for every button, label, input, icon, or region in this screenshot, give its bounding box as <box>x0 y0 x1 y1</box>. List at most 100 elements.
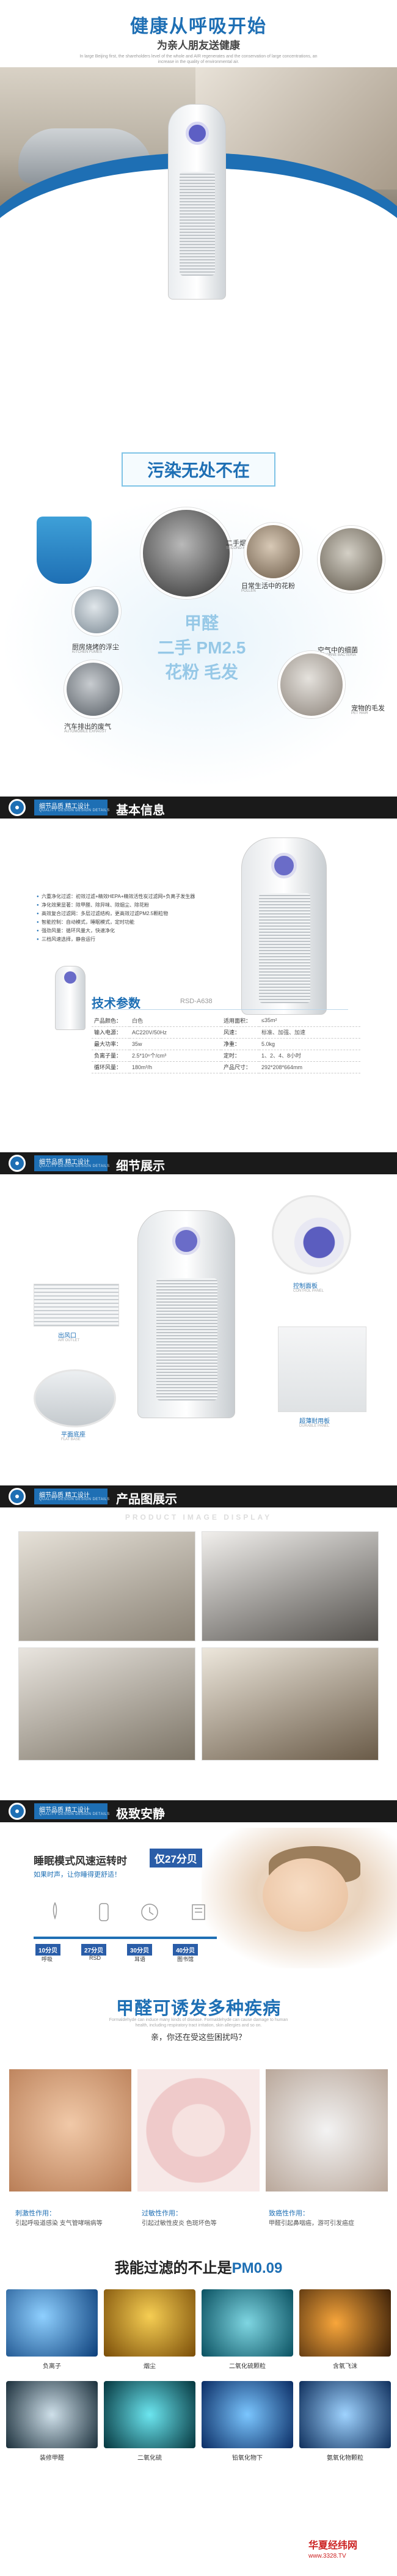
disease-title-2: 过敏性作用： <box>142 2210 182 2217</box>
purifier-product-image <box>241 837 327 1015</box>
noise-icons <box>53 1902 205 1921</box>
decibel-desc: 呼吸 <box>42 1956 53 1962</box>
pollution-label-1: 厨房烧烤的浮尘 <box>72 644 119 651</box>
decibel-desc: 耳语 <box>134 1956 146 1962</box>
pollution-label-6: 汽车排出的废气 <box>64 723 111 730</box>
disease-title-1: 刺激性作用： <box>15 2210 56 2217</box>
feature-item: 强劲风量：循环风量大，快速净化 <box>37 927 220 935</box>
purifier-thumbnail <box>55 966 86 1030</box>
coughing-child-photo <box>9 2069 131 2191</box>
watermark-logo: 华夏经纬网 <box>308 2541 358 2551</box>
spec-model: RSD-A638 <box>180 998 213 1005</box>
decibel-tag: 27分贝 <box>81 1944 107 1956</box>
location-pin-icon <box>9 1803 26 1820</box>
section-title: 产品图展示 <box>116 1493 177 1506</box>
bacteria-image <box>318 526 385 593</box>
quiet-title: 睡眠模式风速运转时 <box>34 1855 127 1867</box>
detail-label-1: 控制面板 <box>293 1283 318 1290</box>
room-photo-dining <box>202 1647 379 1761</box>
filter-label: 二氧化硫颗粒 <box>229 2363 266 2370</box>
decibel-scale-bar <box>34 1937 217 1939</box>
filter-label: 负离子 <box>43 2363 61 2370</box>
detail-label-2: 出风口 <box>58 1333 76 1339</box>
spec-title: 技术参数 <box>92 997 140 1010</box>
filter-tile <box>6 2381 98 2448</box>
location-pin-icon <box>9 1155 26 1172</box>
decibel-desc: RSD <box>89 1955 101 1961</box>
filter-label: 铅氧化物下 <box>232 2455 263 2462</box>
pollution-en-4: AIRBORNE BACTERIA <box>318 653 357 657</box>
air-outlet-zoom <box>34 1284 119 1327</box>
grill-pattern <box>259 893 310 1003</box>
section-title: 极致安静 <box>116 1808 165 1821</box>
hero-purifier-image <box>168 104 226 300</box>
pollution-en-6: AUTOMOBILE EXHAUST <box>64 730 107 734</box>
filter-label: 氨氧化物颗粒 <box>327 2455 363 2462</box>
noise-icons-row <box>46 1900 217 1924</box>
location-pin-icon <box>9 799 26 816</box>
feature-item: 三档风速选择，静音运行 <box>37 935 220 944</box>
section-bar-product-display: 细节品质 精工设计 QUALITY DESIGN DESIGN DETAILS … <box>0 1485 397 1507</box>
decibel-badge: 仅27分贝 <box>150 1849 202 1868</box>
room-photo-meeting <box>18 1647 195 1761</box>
feature-item: 净化效果显著：除甲醛、除异味、除烟尘、除花粉 <box>37 901 220 910</box>
car-exhaust-image <box>64 660 122 718</box>
pollution-title: 污染无处不在 <box>0 452 397 487</box>
quiet-subtitle: 如果时声，让你睡得更舒适！ <box>34 1871 121 1879</box>
filter-tile <box>299 2381 391 2448</box>
smoke-child-image <box>140 507 232 599</box>
pollution-en-3: POLLEN <box>241 589 256 593</box>
tissue-photo <box>266 2069 388 2191</box>
kitchen-fumes-image <box>72 587 121 636</box>
section-title: 基本信息 <box>116 804 165 817</box>
pollution-label-2: 二手烟 <box>226 540 246 547</box>
pet-hair-image <box>278 651 345 718</box>
section-tag-box <box>34 1155 107 1171</box>
table-row: 产品颜色：白色适用面积：≤35m² <box>92 1015 360 1027</box>
feature-item: 高效复合过滤网：多层过滤结构，更高效过滤PM2.5颗粒物 <box>37 910 220 918</box>
filter-label: 烟尘 <box>144 2363 156 2370</box>
control-disc-icon <box>172 1227 200 1255</box>
divider <box>92 1009 348 1010</box>
filter-tile <box>6 2289 98 2357</box>
hero-english-text: In large Beijing first, the shareholders… <box>79 54 318 64</box>
detail-label-3: 超薄耐用板 <box>299 1418 330 1425</box>
section-tag-box <box>34 1489 107 1504</box>
pollution-label-4: 空气中的细菌 <box>318 647 358 654</box>
clock-icon <box>141 1904 158 1921</box>
pollution-label-5: 宠物的毛发 <box>351 705 385 712</box>
formaldehyde-english: Formaldehyde can induce many kinds of di… <box>109 2018 288 2028</box>
disease-title-3: 致癌性作用： <box>269 2210 309 2217</box>
hero-title: 健康从呼吸开始 <box>130 17 267 37</box>
filter-heading: 我能过滤的不止是PM0.09 <box>114 2260 283 2276</box>
filter-label: 含氧飞沫 <box>333 2363 357 2370</box>
detail-label-4: 平面底座 <box>61 1432 86 1438</box>
feature-item: 智能控制：自动模式，睡眠模式，定时功能 <box>37 918 220 927</box>
location-pin-icon <box>9 1488 26 1505</box>
disease-text-1: 引起呼吸道感染 支气管哮喘病等 <box>15 2220 103 2227</box>
control-disc-icon <box>186 122 209 145</box>
filter-tile <box>299 2289 391 2357</box>
filter-label: 装修甲醛 <box>40 2455 64 2462</box>
purifier-icon <box>99 1903 109 1921</box>
feature-item: 六重净化过滤：初效过滤+精效HEPA+精效活性炭过滤网+负离子发生器 <box>37 892 220 901</box>
hero-section <box>0 0 397 440</box>
pollen-image <box>244 523 302 581</box>
purifier-detail-image <box>137 1210 235 1418</box>
control-disc-icon <box>271 853 297 878</box>
grill-pattern <box>156 1278 217 1400</box>
filter-tile <box>202 2289 293 2357</box>
filter-tile <box>104 2381 195 2448</box>
detail-en-3: DURABLE PANEL <box>299 1424 330 1428</box>
section-tag-box <box>34 1803 107 1819</box>
decibel-tag: 40分贝 <box>173 1944 198 1956</box>
filter-label: 二氧化硫 <box>137 2455 162 2462</box>
decibel-tag: 30分贝 <box>127 1944 153 1956</box>
pollution-en-1: KITCHEN FUMES <box>72 650 103 654</box>
feature-list: 六重净化过滤：初效过滤+精效HEPA+精效活性炭过滤网+负离子发生器 净化效果显… <box>37 892 220 944</box>
section-bar-basic-info: 细节品质 精工设计 QUALITY DESIGN DESIGN DETAILS … <box>0 797 397 819</box>
pollution-label-3: 日常生活中的花粉 <box>241 583 295 590</box>
formaldehyde-subtitle: 亲，你还在受这些困扰吗？ <box>150 2033 246 2042</box>
